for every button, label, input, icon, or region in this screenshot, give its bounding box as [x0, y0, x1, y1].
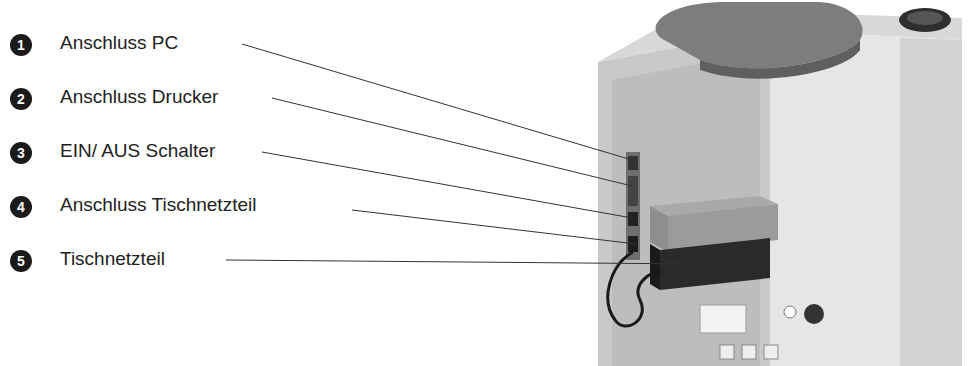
leader-line — [226, 260, 700, 264]
leader-line — [272, 98, 632, 186]
pc-port — [628, 156, 638, 170]
part-label: Anschluss Drucker — [60, 86, 218, 108]
part-label: EIN/ AUS Schalter — [60, 140, 215, 162]
port — [742, 345, 756, 359]
port — [764, 345, 778, 359]
part-label: Tischnetzteil — [60, 248, 165, 270]
lid-edge — [700, 40, 860, 79]
port — [720, 345, 734, 359]
knob — [804, 304, 824, 324]
callout-number: 1 — [10, 34, 32, 56]
power-switch — [628, 212, 638, 226]
side-band — [900, 38, 962, 366]
psu-end — [650, 244, 660, 290]
leader-line — [352, 210, 636, 244]
container-opening — [907, 11, 943, 25]
leader-line — [262, 152, 632, 218]
callout-number: 3 — [10, 142, 32, 164]
callout-number: 2 — [10, 88, 32, 110]
round-container — [899, 8, 951, 32]
device-side-face — [770, 30, 962, 366]
fitting — [784, 306, 796, 318]
part-label: Anschluss PC — [60, 32, 178, 54]
part-label: Anschluss Tischnetzteil — [60, 194, 256, 216]
leader-line — [242, 44, 632, 160]
callout-number: 4 — [10, 196, 32, 218]
callout-number: 5 — [10, 250, 32, 272]
printer-port — [628, 176, 638, 206]
bracket-front — [650, 206, 668, 252]
type-plate — [700, 305, 746, 333]
